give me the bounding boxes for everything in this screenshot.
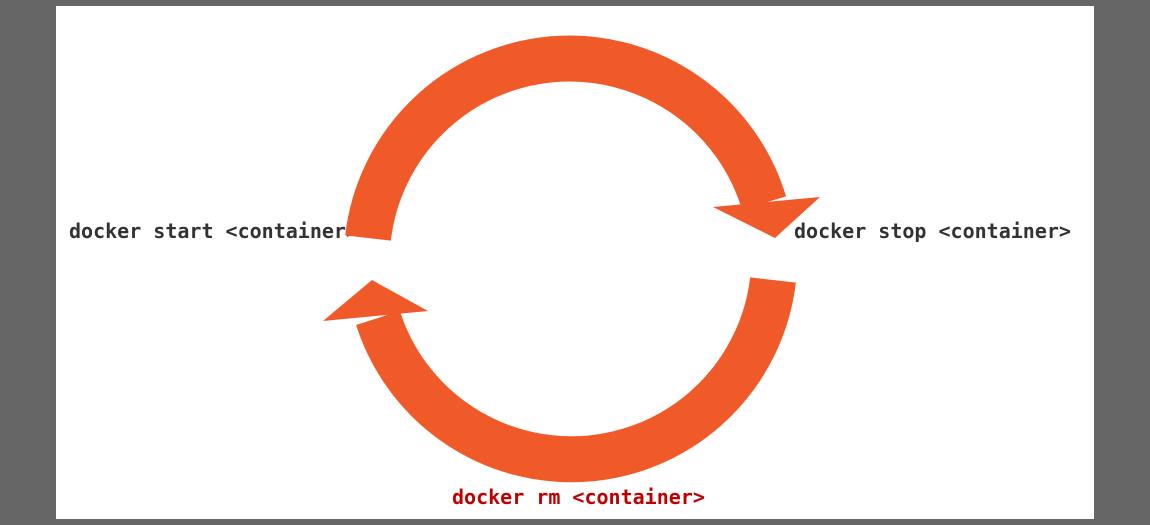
label-docker-start: docker start <container> (69, 219, 358, 243)
top-arrow (345, 35, 820, 241)
top-arrow-arc (345, 35, 787, 241)
label-docker-stop: docker stop <container> (794, 219, 1071, 243)
label-docker-rm: docker rm <container> (452, 485, 705, 509)
bottom-arrow-arc (356, 277, 796, 483)
diagram-canvas (56, 6, 1094, 519)
top-arrowhead (713, 197, 820, 238)
bottom-arrowhead (323, 280, 428, 321)
bottom-arrow (323, 277, 796, 483)
